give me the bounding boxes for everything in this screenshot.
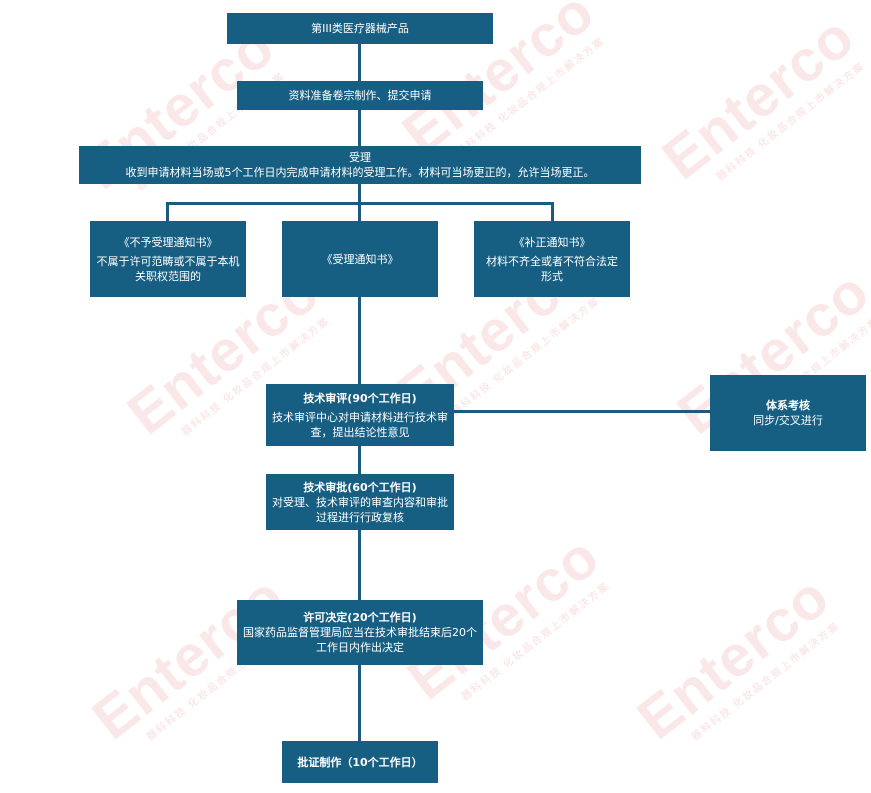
connector-line <box>358 530 361 600</box>
node-prepare: 资料准备卷宗制作、提交申请 <box>237 81 483 110</box>
connector-line <box>358 446 361 474</box>
node-title: 资料准备卷宗制作、提交申请 <box>288 89 432 102</box>
node-title: 《受理通知书》 <box>321 252 399 266</box>
node-desc: 收到申请材料当场或5个工作日内完成申请材料的受理工作。材料可当场更正的，允许当场… <box>125 166 595 179</box>
node-title: 《补正通知书》 <box>513 235 591 249</box>
node-title: 第III类医疗器械产品 <box>311 22 409 35</box>
node-desc: 国家药品监督管理局应当在技术审批结束后20个工作日内作出决定 <box>243 626 477 654</box>
node-reject-notice: 《不予受理通知书》 不属于许可范畴或不属于本机关职权范围的 <box>90 221 246 297</box>
node-tech-approve: 技术审批(60个工作日) 对受理、技术审评的审查内容和审批过程进行行政复核 <box>266 474 454 530</box>
connector-line <box>358 297 361 384</box>
connector-line <box>358 110 361 146</box>
connector-line <box>166 202 554 205</box>
node-accept-notice: 《受理通知书》 <box>282 221 438 297</box>
connector-line <box>453 410 711 413</box>
node-title: 技术审批(60个工作日) <box>303 480 417 494</box>
node-title: 体系考核 <box>766 399 810 412</box>
connector-line <box>551 202 554 221</box>
node-title: 受理 <box>349 151 371 164</box>
node-certificate: 批证制作（10个工作日） <box>282 741 438 783</box>
node-supplement-notice: 《补正通知书》 材料不齐全或者不符合法定形式 <box>474 221 630 297</box>
node-title: 许可决定(20个工作日) <box>303 611 417 624</box>
node-accept: 受理 收到申请材料当场或5个工作日内完成申请材料的受理工作。材料可当场更正的，允… <box>79 146 641 184</box>
node-system-audit: 体系考核 同步/交叉进行 <box>710 375 866 451</box>
node-product: 第III类医疗器械产品 <box>227 13 493 44</box>
node-desc: 材料不齐全或者不符合法定形式 <box>486 254 618 283</box>
node-title: 《不予受理通知书》 <box>118 235 218 249</box>
connector-line <box>358 44 361 81</box>
connector-line <box>358 665 361 741</box>
node-desc: 同步/交叉进行 <box>753 414 823 427</box>
node-desc: 对受理、技术审评的审查内容和审批过程进行行政复核 <box>272 495 448 524</box>
node-tech-review: 技术审评(90个工作日) 技术审评中心对申请材料进行技术审查，提出结论性意见 <box>266 384 454 446</box>
node-desc: 技术审评中心对申请材料进行技术审查，提出结论性意见 <box>272 410 448 439</box>
node-title: 批证制作（10个工作日） <box>297 755 423 769</box>
connector-line <box>166 202 169 221</box>
node-desc: 不属于许可范畴或不属于本机关职权范围的 <box>96 254 240 283</box>
node-decision: 许可决定(20个工作日) 国家药品监督管理局应当在技术审批结束后20个工作日内作… <box>237 600 483 665</box>
node-title: 技术审评(90个工作日) <box>303 391 417 405</box>
